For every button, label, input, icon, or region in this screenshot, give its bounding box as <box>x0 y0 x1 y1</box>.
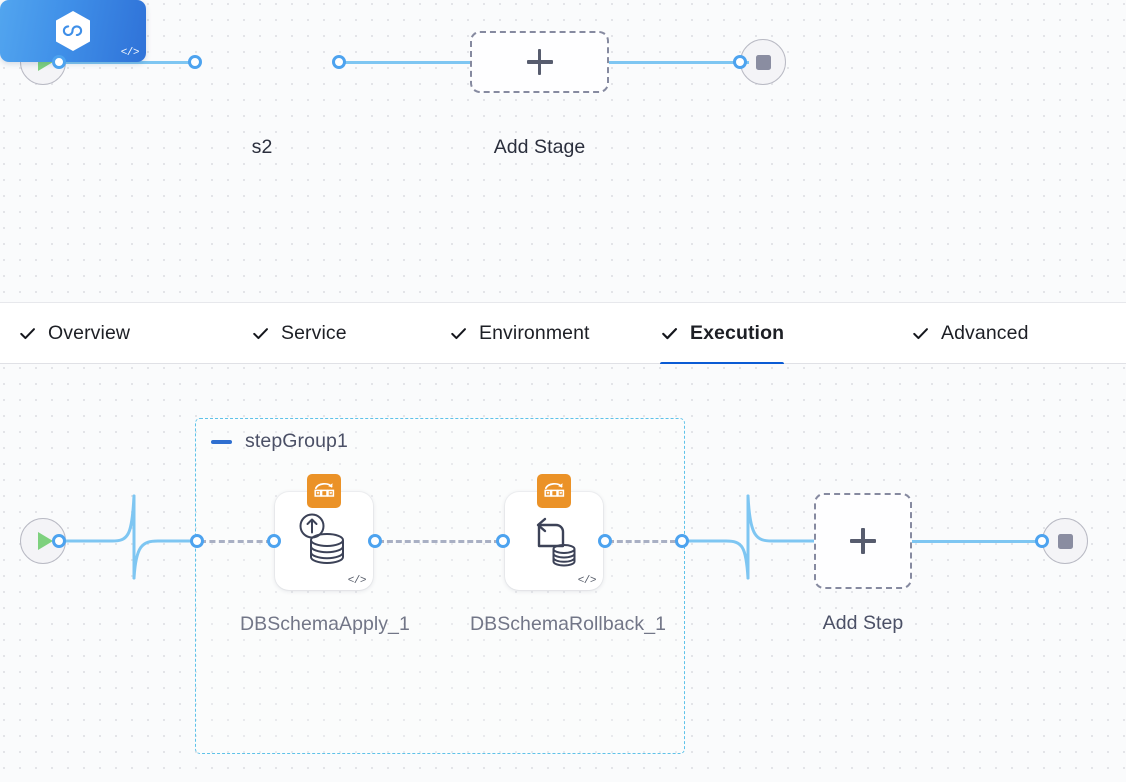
minus-icon[interactable] <box>211 439 232 444</box>
execution-canvas[interactable]: stepGroup1 <box>0 364 1126 782</box>
execution-end-node[interactable] <box>1042 518 1088 564</box>
link-start-to-stage <box>60 60 200 64</box>
execution-end-input-port[interactable] <box>1035 534 1049 548</box>
tab-execution-label: Execution <box>690 322 785 344</box>
add-step-button[interactable] <box>814 493 912 589</box>
stage-output-port[interactable] <box>332 55 346 69</box>
database-apply-icon <box>299 513 344 565</box>
tab-service[interactable]: Service <box>251 303 347 364</box>
link-stage-to-addstage <box>340 60 472 64</box>
tab-environment-label: Environment <box>479 322 590 344</box>
tab-execution-indicator <box>660 362 785 365</box>
end-input-port[interactable] <box>733 55 747 69</box>
check-icon <box>451 328 466 340</box>
check-icon <box>662 328 678 340</box>
stage-node-s2[interactable]: </> <box>0 0 146 62</box>
tab-overview-label: Overview <box>48 322 131 344</box>
add-step-label: Add Step <box>822 612 904 634</box>
play-icon <box>38 532 53 550</box>
harness-hexagon-icon <box>56 11 90 51</box>
stage-input-port[interactable] <box>188 55 202 69</box>
add-stage-label: Add Stage <box>493 136 586 158</box>
execution-start-node[interactable] <box>20 518 66 564</box>
stage-code-tag[interactable]: </> <box>120 47 140 59</box>
tab-advanced[interactable]: Advanced <box>911 303 1029 364</box>
stepgroup-output-port[interactable] <box>675 534 689 548</box>
stage-config-tabs: Overview Service Environment Execution A… <box>0 302 1126 365</box>
stop-icon <box>755 54 771 70</box>
link-stepgroup-to-addstep <box>682 494 816 580</box>
tab-advanced-label: Advanced <box>941 322 1029 344</box>
migration-glyph <box>314 483 335 497</box>
liquibase-migration-icon <box>537 474 571 508</box>
migration-glyph <box>544 483 565 497</box>
link-step2-to-groupexit <box>608 540 676 543</box>
link-addstage-to-end <box>609 60 749 64</box>
step2-input-port[interactable] <box>496 534 510 548</box>
step1-code-tag[interactable]: </> <box>347 575 367 587</box>
step1-input-port[interactable] <box>267 534 281 548</box>
stepgroup-input-port[interactable] <box>190 534 204 548</box>
step-node-dbschemarollback[interactable]: </> <box>505 474 603 590</box>
plus-icon <box>850 528 876 554</box>
add-stage-button[interactable] <box>470 31 609 93</box>
step-group-header[interactable]: stepGroup1 <box>211 430 348 453</box>
start-output-port[interactable] <box>52 55 66 69</box>
step2-output-port[interactable] <box>598 534 612 548</box>
check-icon <box>253 328 268 340</box>
link-step1-to-step2 <box>378 540 500 543</box>
check-icon <box>913 328 928 340</box>
step2-code-tag[interactable]: </> <box>577 575 597 587</box>
stage-canvas[interactable]: </> s2 Add Stage <box>0 0 1126 302</box>
link-groupentry-to-step1 <box>200 540 272 543</box>
step1-output-port[interactable] <box>368 534 382 548</box>
step-group-title: stepGroup1 <box>245 430 348 452</box>
check-icon <box>20 328 35 340</box>
plus-icon <box>526 49 553 75</box>
database-rollback-icon <box>536 517 576 567</box>
tab-overview[interactable]: Overview <box>18 303 130 364</box>
link-start-to-stepgroup <box>56 494 200 580</box>
link-addstep-to-end <box>912 540 1042 543</box>
tab-environment[interactable]: Environment <box>449 303 590 364</box>
execution-start-output-port[interactable] <box>52 534 66 548</box>
step-group-container[interactable] <box>195 418 685 754</box>
tab-service-label: Service <box>281 322 347 344</box>
step-node-dbschemaapply[interactable]: </> <box>275 474 373 590</box>
stage-label: s2 <box>251 136 273 158</box>
liquibase-migration-icon <box>307 474 341 508</box>
stop-icon <box>1057 533 1073 549</box>
tab-execution[interactable]: Execution <box>660 303 785 365</box>
